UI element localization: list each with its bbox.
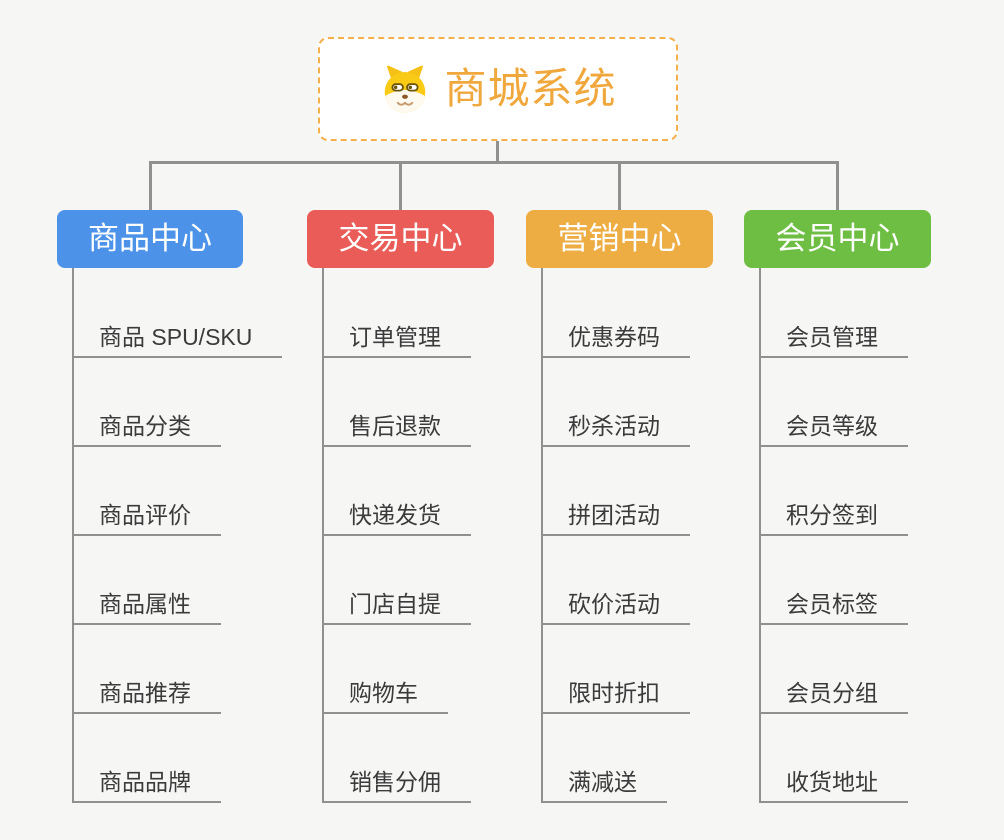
leaf-node[interactable]: 商品评价 bbox=[72, 500, 221, 536]
leaf-node[interactable]: 商品推荐 bbox=[72, 678, 221, 714]
leaf-node[interactable]: 优惠券码 bbox=[541, 322, 690, 358]
leaf-node[interactable]: 满减送 bbox=[541, 767, 667, 803]
connector-drop-1 bbox=[149, 161, 152, 210]
leaf-node[interactable]: 售后退款 bbox=[322, 411, 471, 447]
leaf-node[interactable]: 快递发货 bbox=[322, 500, 471, 536]
leaf-node[interactable]: 秒杀活动 bbox=[541, 411, 690, 447]
leaf-node[interactable]: 积分签到 bbox=[759, 500, 908, 536]
branch-node-member-center[interactable]: 会员中心 bbox=[744, 210, 931, 268]
leaf-node[interactable]: 限时折扣 bbox=[541, 678, 690, 714]
leaf-node[interactable]: 拼团活动 bbox=[541, 500, 690, 536]
leaf-node[interactable]: 会员管理 bbox=[759, 322, 908, 358]
leaf-node[interactable]: 砍价活动 bbox=[541, 589, 690, 625]
connector-drop-2 bbox=[399, 161, 402, 210]
leaf-node[interactable]: 会员等级 bbox=[759, 411, 908, 447]
leaf-node[interactable]: 购物车 bbox=[322, 678, 448, 714]
leaf-node[interactable]: 门店自提 bbox=[322, 589, 471, 625]
leaf-node[interactable]: 商品 SPU/SKU bbox=[72, 322, 283, 358]
doge-face-icon bbox=[385, 65, 426, 113]
leaf-node[interactable]: 商品分类 bbox=[72, 411, 221, 447]
leaf-node[interactable]: 订单管理 bbox=[322, 322, 471, 358]
root-label: 商城系统 bbox=[444, 65, 617, 112]
connector-drop-4 bbox=[836, 161, 839, 210]
leaf-node[interactable]: 会员标签 bbox=[759, 589, 908, 625]
leaf-node[interactable]: 会员分组 bbox=[759, 678, 908, 714]
branch-node-trade-center[interactable]: 交易中心 bbox=[307, 210, 494, 268]
connector-drop-3 bbox=[618, 161, 621, 210]
connector-trunk bbox=[149, 161, 839, 164]
branch-node-marketing-center[interactable]: 营销中心 bbox=[526, 210, 713, 268]
connector-root-stub bbox=[496, 140, 499, 164]
leaf-node[interactable]: 销售分佣 bbox=[322, 767, 471, 803]
leaf-node[interactable]: 商品属性 bbox=[72, 589, 221, 625]
root-node[interactable]: 商城系统 bbox=[318, 37, 678, 141]
leaf-node[interactable]: 商品品牌 bbox=[72, 767, 221, 803]
branch-node-product-center[interactable]: 商品中心 bbox=[57, 210, 243, 268]
leaf-node[interactable]: 收货地址 bbox=[759, 767, 908, 803]
